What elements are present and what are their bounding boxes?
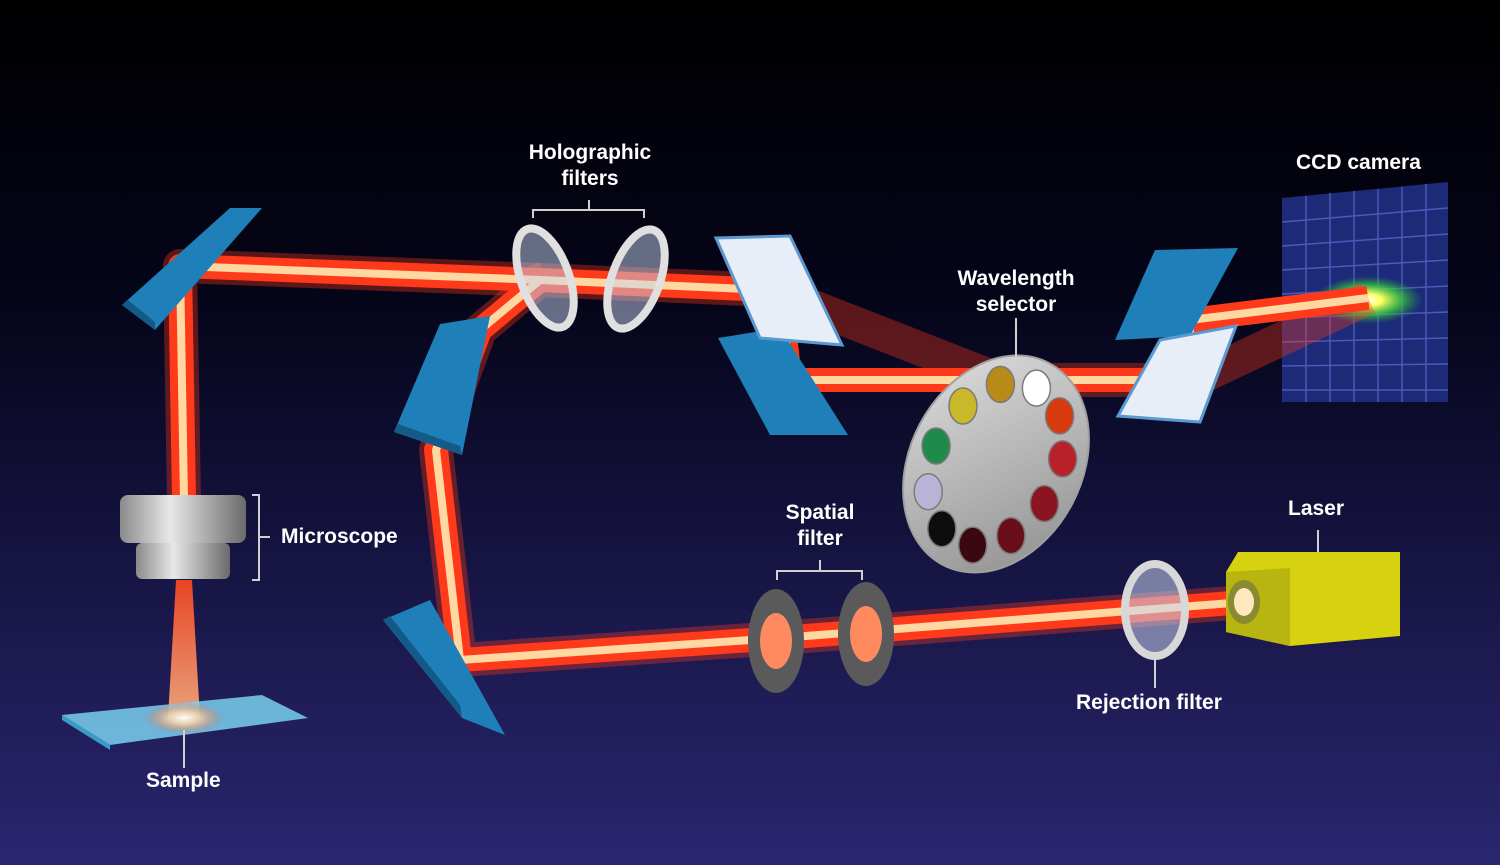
rejection-filter bbox=[1121, 560, 1189, 688]
filter-wheel-hole bbox=[1021, 369, 1052, 407]
label-spatial-filter: Spatial filter bbox=[770, 500, 870, 552]
filter-wheel-hole bbox=[1044, 397, 1075, 435]
filter-wheel-hole bbox=[948, 387, 978, 425]
label-line: selector bbox=[975, 293, 1057, 316]
label-line: Spatial bbox=[785, 501, 855, 524]
spatial-filter bbox=[748, 560, 894, 693]
label-laser: Laser bbox=[1288, 497, 1345, 520]
filter-wheel-hole bbox=[985, 365, 1016, 404]
label-line: Holographic bbox=[528, 141, 652, 164]
label-sample: Sample bbox=[146, 769, 221, 792]
microscope bbox=[120, 494, 270, 718]
filter-wheel-hole bbox=[921, 427, 951, 465]
laser-source bbox=[1226, 530, 1400, 646]
label-microscope: Microscope bbox=[281, 525, 398, 548]
holographic-filters bbox=[512, 200, 669, 333]
label-rejection-filter: Rejection filter bbox=[1076, 691, 1222, 714]
label-ccd-camera: CCD camera bbox=[1296, 151, 1421, 174]
mirrors bbox=[122, 208, 1239, 735]
label-line: filters bbox=[561, 167, 619, 190]
label-line: filter bbox=[797, 527, 843, 550]
label-holographic-filters: Holographic filters bbox=[520, 140, 660, 192]
filter-wheel-hole bbox=[927, 509, 957, 548]
filter-wheel-hole bbox=[996, 516, 1026, 555]
filter-wheel-hole bbox=[913, 472, 943, 511]
filter-wheel-hole bbox=[1047, 440, 1078, 478]
label-line: Wavelength bbox=[957, 267, 1075, 290]
filter-wheel-hole bbox=[1029, 484, 1060, 523]
wavelength-selector bbox=[902, 318, 1090, 574]
label-wavelength-selector: Wavelength selector bbox=[944, 266, 1088, 318]
filter-wheel-hole bbox=[957, 526, 988, 564]
sample-slide bbox=[62, 695, 308, 768]
